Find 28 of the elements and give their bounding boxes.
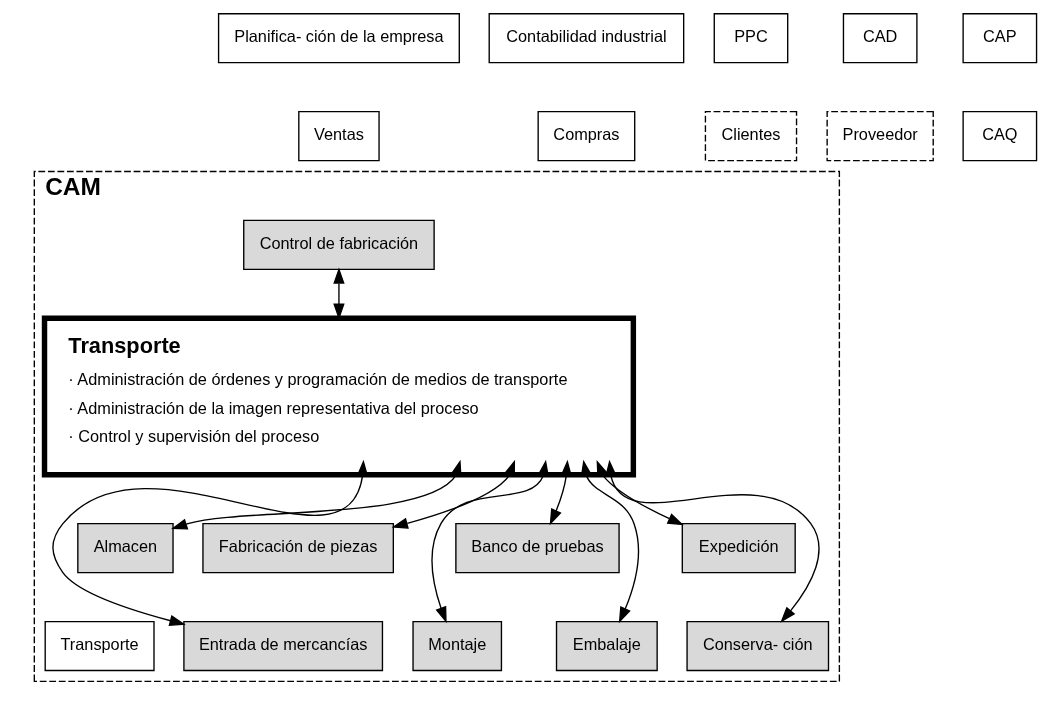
arrow (549, 459, 572, 526)
arrow (431, 459, 549, 624)
node-box: Almacen (77, 523, 174, 574)
node-box: Banco de pruebas (455, 523, 620, 574)
arrow (391, 459, 516, 529)
node-box: Compras (537, 110, 636, 162)
node-box: Embalaje (555, 620, 658, 672)
node-box: Clientes (704, 110, 798, 162)
arrow (580, 459, 640, 624)
node-box: PPC (713, 13, 789, 64)
node-box: Conserva- ción (686, 620, 830, 672)
arrow (171, 459, 462, 530)
node-box: CAP (962, 13, 1038, 64)
node-box: Montaje (412, 620, 503, 672)
node-box: CAQ (962, 110, 1038, 162)
node-box: Contabilidad industrial (488, 13, 685, 64)
node-box: Entrada de mercancías (183, 620, 384, 672)
node-box: CAD (842, 13, 918, 64)
node-box: Expedición (681, 523, 796, 574)
arrow (596, 459, 684, 526)
node-box: Ventas (298, 110, 380, 162)
arrow (52, 459, 369, 627)
node-box: Control de fabricación (243, 219, 435, 271)
arrow (605, 459, 820, 623)
node-box: Fabricación de piezas (202, 523, 394, 574)
node-box: Transporte (44, 620, 155, 672)
node-box: Planifica- ción de la empresa (217, 13, 460, 64)
node-box: Proveedor (826, 110, 934, 162)
